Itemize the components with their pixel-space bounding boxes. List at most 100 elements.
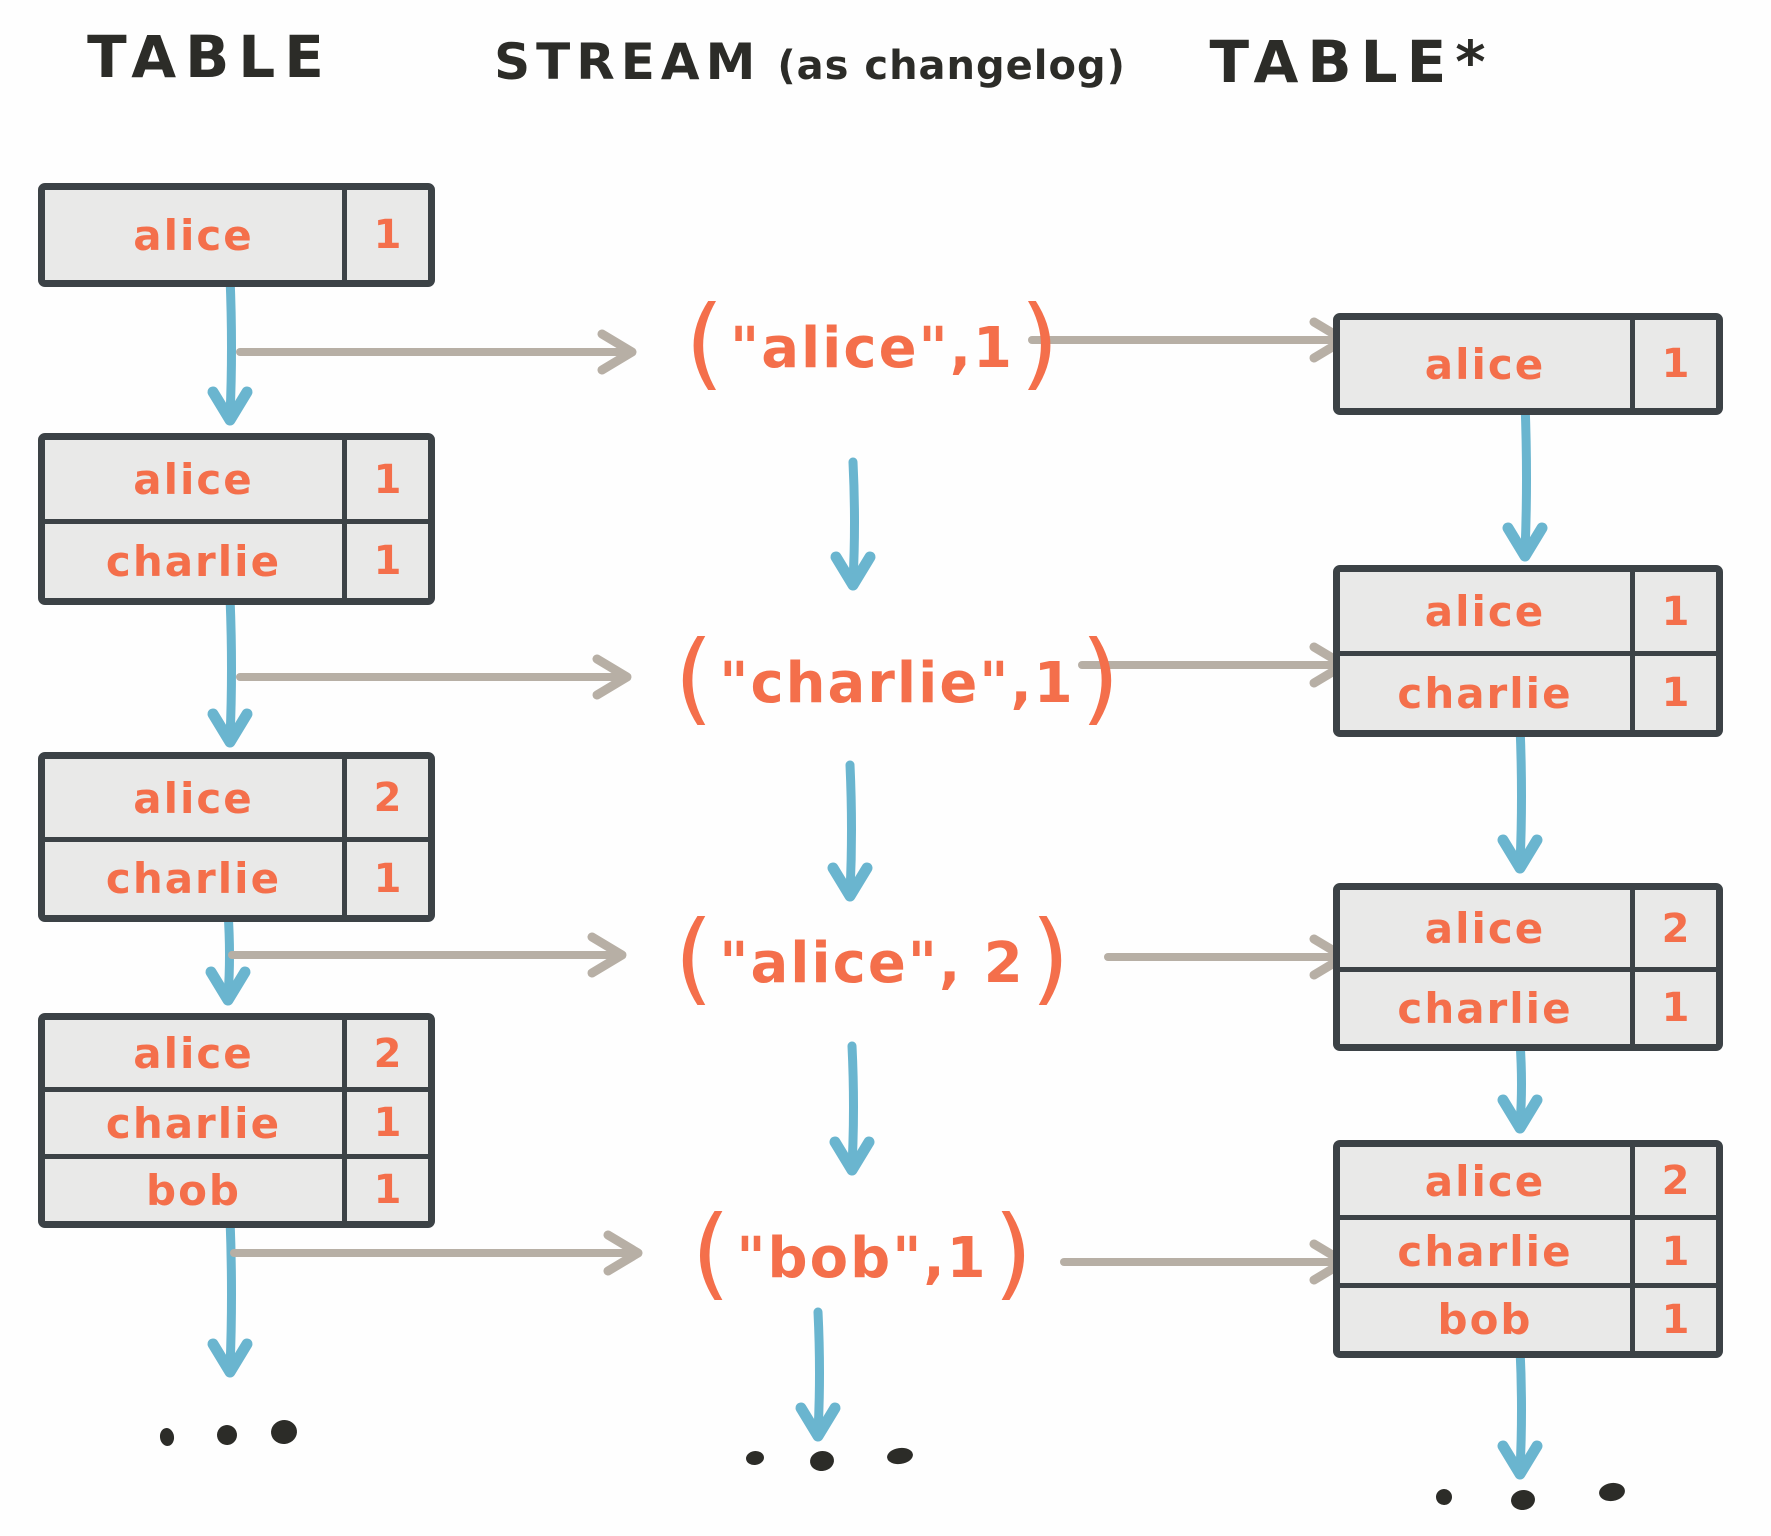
- row-value: 1: [1630, 572, 1716, 651]
- column-title-table-star: TABLE*: [1209, 28, 1495, 96]
- update-flow-arrow: [1520, 398, 1531, 557]
- column-title-stream: STREAM (as changelog): [494, 33, 1126, 91]
- row-key: charlie: [1397, 1227, 1573, 1276]
- row-key: alice: [133, 455, 254, 504]
- row-key: bob: [1437, 1295, 1533, 1344]
- tuple-close-paren: ): [993, 1194, 1033, 1311]
- ellipsis-dot: [217, 1425, 237, 1445]
- row-value: 1: [1630, 656, 1716, 730]
- tuple-open-paren: (: [674, 619, 714, 736]
- tuple-close-paren: ): [1019, 284, 1059, 401]
- stream-event-1: ("alice",1): [685, 293, 1059, 403]
- update-flow-arrow: [225, 272, 236, 421]
- update-flow-arrowhead: [1497, 1094, 1543, 1134]
- table-row: charlie 1: [1340, 1215, 1716, 1283]
- stream-subtitle: (as changelog): [777, 43, 1126, 89]
- update-flow-arrowhead: [795, 1402, 841, 1442]
- row-value: 1: [1630, 1220, 1716, 1283]
- update-flow-arrowhead: [205, 966, 251, 1006]
- ellipsis-dot: [887, 1447, 913, 1465]
- stream-event-3: ("alice", 2): [674, 908, 1069, 1018]
- row-key: alice: [1424, 339, 1546, 389]
- ellipsis-dot: [271, 1419, 297, 1445]
- table-row: alice 1: [1340, 572, 1716, 651]
- ellipsis-dot: [159, 1428, 175, 1446]
- row-value: 1: [1630, 972, 1716, 1044]
- update-flow-arrow: [848, 457, 859, 586]
- update-flow-arrow: [813, 1307, 824, 1437]
- table-star-column-snapshot-4: alice 2 charlie 1 bob 1: [1333, 1140, 1723, 1358]
- table-column-snapshot-2: alice 1 charlie 1: [38, 433, 435, 605]
- changelog-arrowhead: [587, 932, 627, 978]
- row-key: charlie: [105, 536, 282, 586]
- tuple-close-paren: ): [1030, 899, 1070, 1016]
- row-key: alice: [133, 1029, 254, 1078]
- stream-event-2: ("charlie",1): [674, 628, 1119, 738]
- column-title-table: TABLE: [87, 23, 333, 91]
- update-flow-arrowhead: [830, 551, 876, 591]
- row-value: 1: [342, 1159, 428, 1221]
- stream-title: STREAM: [494, 33, 762, 91]
- update-flow-arrowhead: [827, 862, 873, 902]
- ellipsis-dot: [1511, 1489, 1535, 1511]
- row-key: alice: [133, 773, 254, 823]
- table-row: charlie 1: [45, 837, 428, 915]
- table-row: charlie 1: [1340, 967, 1716, 1044]
- update-flow-arrow: [847, 1041, 858, 1171]
- row-key: alice: [1424, 587, 1546, 636]
- ellipsis-dot: [810, 1450, 834, 1472]
- row-value: 2: [342, 1020, 428, 1087]
- update-flow-arrowhead: [1497, 1440, 1543, 1480]
- row-value: 1: [342, 524, 428, 598]
- table-row: charlie 1: [45, 519, 428, 598]
- tuple-open-paren: (: [674, 899, 714, 1016]
- update-flow-arrow: [225, 592, 236, 743]
- row-key: charlie: [1397, 668, 1573, 718]
- table-row: bob 1: [1340, 1283, 1716, 1351]
- row-key: alice: [1424, 904, 1546, 953]
- row-key: charlie: [105, 854, 282, 903]
- row-key: charlie: [1397, 983, 1573, 1033]
- row-value: 1: [1630, 1288, 1716, 1351]
- row-value: 2: [342, 759, 428, 837]
- update-flow-arrowhead: [829, 1136, 875, 1176]
- table-row: alice 1: [1340, 320, 1716, 408]
- tuple-close-paren: ): [1080, 619, 1120, 736]
- changelog-arrowhead: [597, 329, 637, 375]
- table-star-column-snapshot-1: alice 1: [1333, 313, 1723, 415]
- row-value: 2: [1630, 1147, 1716, 1215]
- row-value: 1: [1630, 320, 1716, 408]
- update-flow-arrowhead: [1502, 522, 1548, 562]
- update-flow-arrow: [1515, 721, 1526, 869]
- table-row: alice 2: [1340, 1147, 1716, 1215]
- ellipsis-dot: [1599, 1482, 1625, 1502]
- row-value: 1: [342, 440, 428, 519]
- tuple-text: "bob",1: [736, 1225, 988, 1291]
- table-row: alice 2: [45, 1020, 428, 1087]
- row-key: alice: [1424, 1156, 1546, 1206]
- table-row: charlie 1: [1340, 651, 1716, 730]
- update-flow-arrow: [1515, 1037, 1526, 1129]
- row-value: 1: [342, 1092, 428, 1154]
- update-flow-arrowhead: [1497, 834, 1543, 874]
- row-value: 1: [342, 190, 428, 280]
- row-value: 1: [342, 842, 428, 915]
- tuple-open-paren: (: [691, 1194, 731, 1311]
- update-flow-arrow: [225, 1213, 236, 1373]
- update-flow-arrow: [845, 760, 856, 897]
- changelog-arrowhead: [592, 654, 632, 700]
- table-row: alice 2: [45, 759, 428, 837]
- table-row: alice 1: [45, 440, 428, 519]
- update-flow-arrowhead: [207, 1338, 253, 1378]
- update-flow-arrowhead: [207, 386, 253, 426]
- changelog-arrowhead: [603, 1230, 643, 1276]
- tuple-open-paren: (: [685, 284, 725, 401]
